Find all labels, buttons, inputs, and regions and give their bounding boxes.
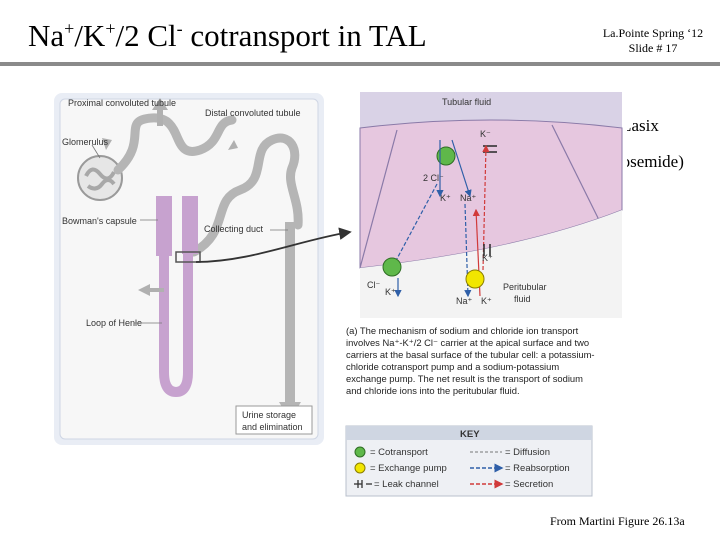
callout-arrow [195,227,352,263]
peritubular-label-1: Peritubular [503,282,547,292]
reabsorption-arrow-icon [102,138,112,150]
cl-label: 2 Cl⁻ [423,173,444,183]
reabsorption-arrow [464,203,472,298]
k-out2-label: K⁺ [481,296,492,306]
peritubular-region [360,210,622,318]
transport-panel: Tubular fluid K⁻ 2 Cl⁻ K⁺ Na⁺ K⁺ Cl⁻ K⁺ … [357,88,627,318]
tubular-fluid-label: Tubular fluid [442,97,491,107]
figure-source: From Martini Figure 26.13a [550,514,685,528]
cell-boundary [551,124,601,223]
reabsorption-arrow [391,183,438,270]
k-out-label: K⁺ [385,287,396,297]
course-name: La.Pointe Spring ‘12 [602,26,704,40]
key-secretion: = Secretion [505,479,553,490]
key-panel: KEY = Cotransport = Exchange pump = Leak… [345,425,593,497]
glomerulus-label: Glomerulus [62,137,109,147]
urine-label-1: Urine storage [242,410,296,420]
leak-swatch-icon [354,480,372,488]
key-reabsorption: = Reabsorption [505,463,570,474]
cell-boundary [359,129,398,269]
title-divider [0,62,720,66]
cl-out-label: Cl⁻ [367,280,380,290]
apical-cotransporter [436,146,456,166]
apical-k-label: K⁻ [480,129,491,139]
key-diffusion: = Diffusion [505,447,550,458]
urine-label-2: and elimination [242,422,303,432]
slide-title: Na+/K+/2 Cl- cotransport in TAL [28,18,427,53]
reabsorption-arrow-icon [228,140,238,150]
reabsorption-arrow-icon [152,98,168,126]
caption-line: involves Na⁺-K⁺/2 Cl⁻ carrier at the api… [346,337,589,348]
cotransport-swatch [354,446,366,458]
bowman-label: Bowman's capsule [62,216,137,226]
key-header [346,426,592,440]
proximal-tubule-shape [113,113,237,175]
tal-highlight-box [175,251,201,263]
reabsorption-arrow [451,139,472,198]
figure-caption: (a) The mechanism of sodium and chloride… [346,325,595,396]
basal-k-label: K⁺ [482,253,493,263]
glomerulus-icon [77,155,123,201]
caption-line: and chloride ions into the peritubular f… [346,385,520,396]
proximal-label: Proximal convoluted tubule [68,98,176,108]
urine-box [235,405,313,435]
loop-label: Loop of Henle [86,318,142,328]
nephron-panel: Proximal convoluted tubule Distal convol… [54,93,352,445]
slide-number: Slide # 17 [628,41,678,55]
na-in-label: Na⁺ [460,193,477,203]
exchange-swatch [354,462,366,474]
collecting-duct-label: Collecting duct [204,224,264,234]
course-label: La.Pointe Spring ‘12 Slide # 17 [598,26,708,56]
distal-tubule-shape [189,133,303,257]
thick-limb-shape [156,196,172,256]
distal-label: Distal convoluted tubule [205,108,301,118]
caption-line: carriers at the basal surface of the tub… [346,349,595,360]
loop-of-henle-shape [159,196,193,398]
reabsorption-arrow-icon [138,284,164,296]
caption-line: (a) The mechanism of sodium and chloride… [346,325,579,336]
na-out-label: Na⁺ [456,296,473,306]
key-cotransport: = Cotransport [370,447,428,458]
glomerulus-leader [91,144,101,159]
key-leak: = Leak channel [374,479,439,490]
k-in-label: K⁺ [440,193,451,203]
peritubular-label-2: fluid [514,294,531,304]
basal-leak-channel-icon [483,244,491,256]
drug-name: Lasix [621,116,659,135]
tal-segment-shape [182,196,198,254]
caption-line: exchange pump. The net result is the tra… [346,373,583,384]
exchange-pump [465,269,485,289]
caption-line: chloride cotransport pump and a sodium-p… [346,361,559,372]
key-title: KEY [460,429,480,440]
key-exchange: = Exchange pump [370,463,447,474]
reabsorption-arrows [102,98,238,296]
basal-cotransporter [382,257,402,277]
